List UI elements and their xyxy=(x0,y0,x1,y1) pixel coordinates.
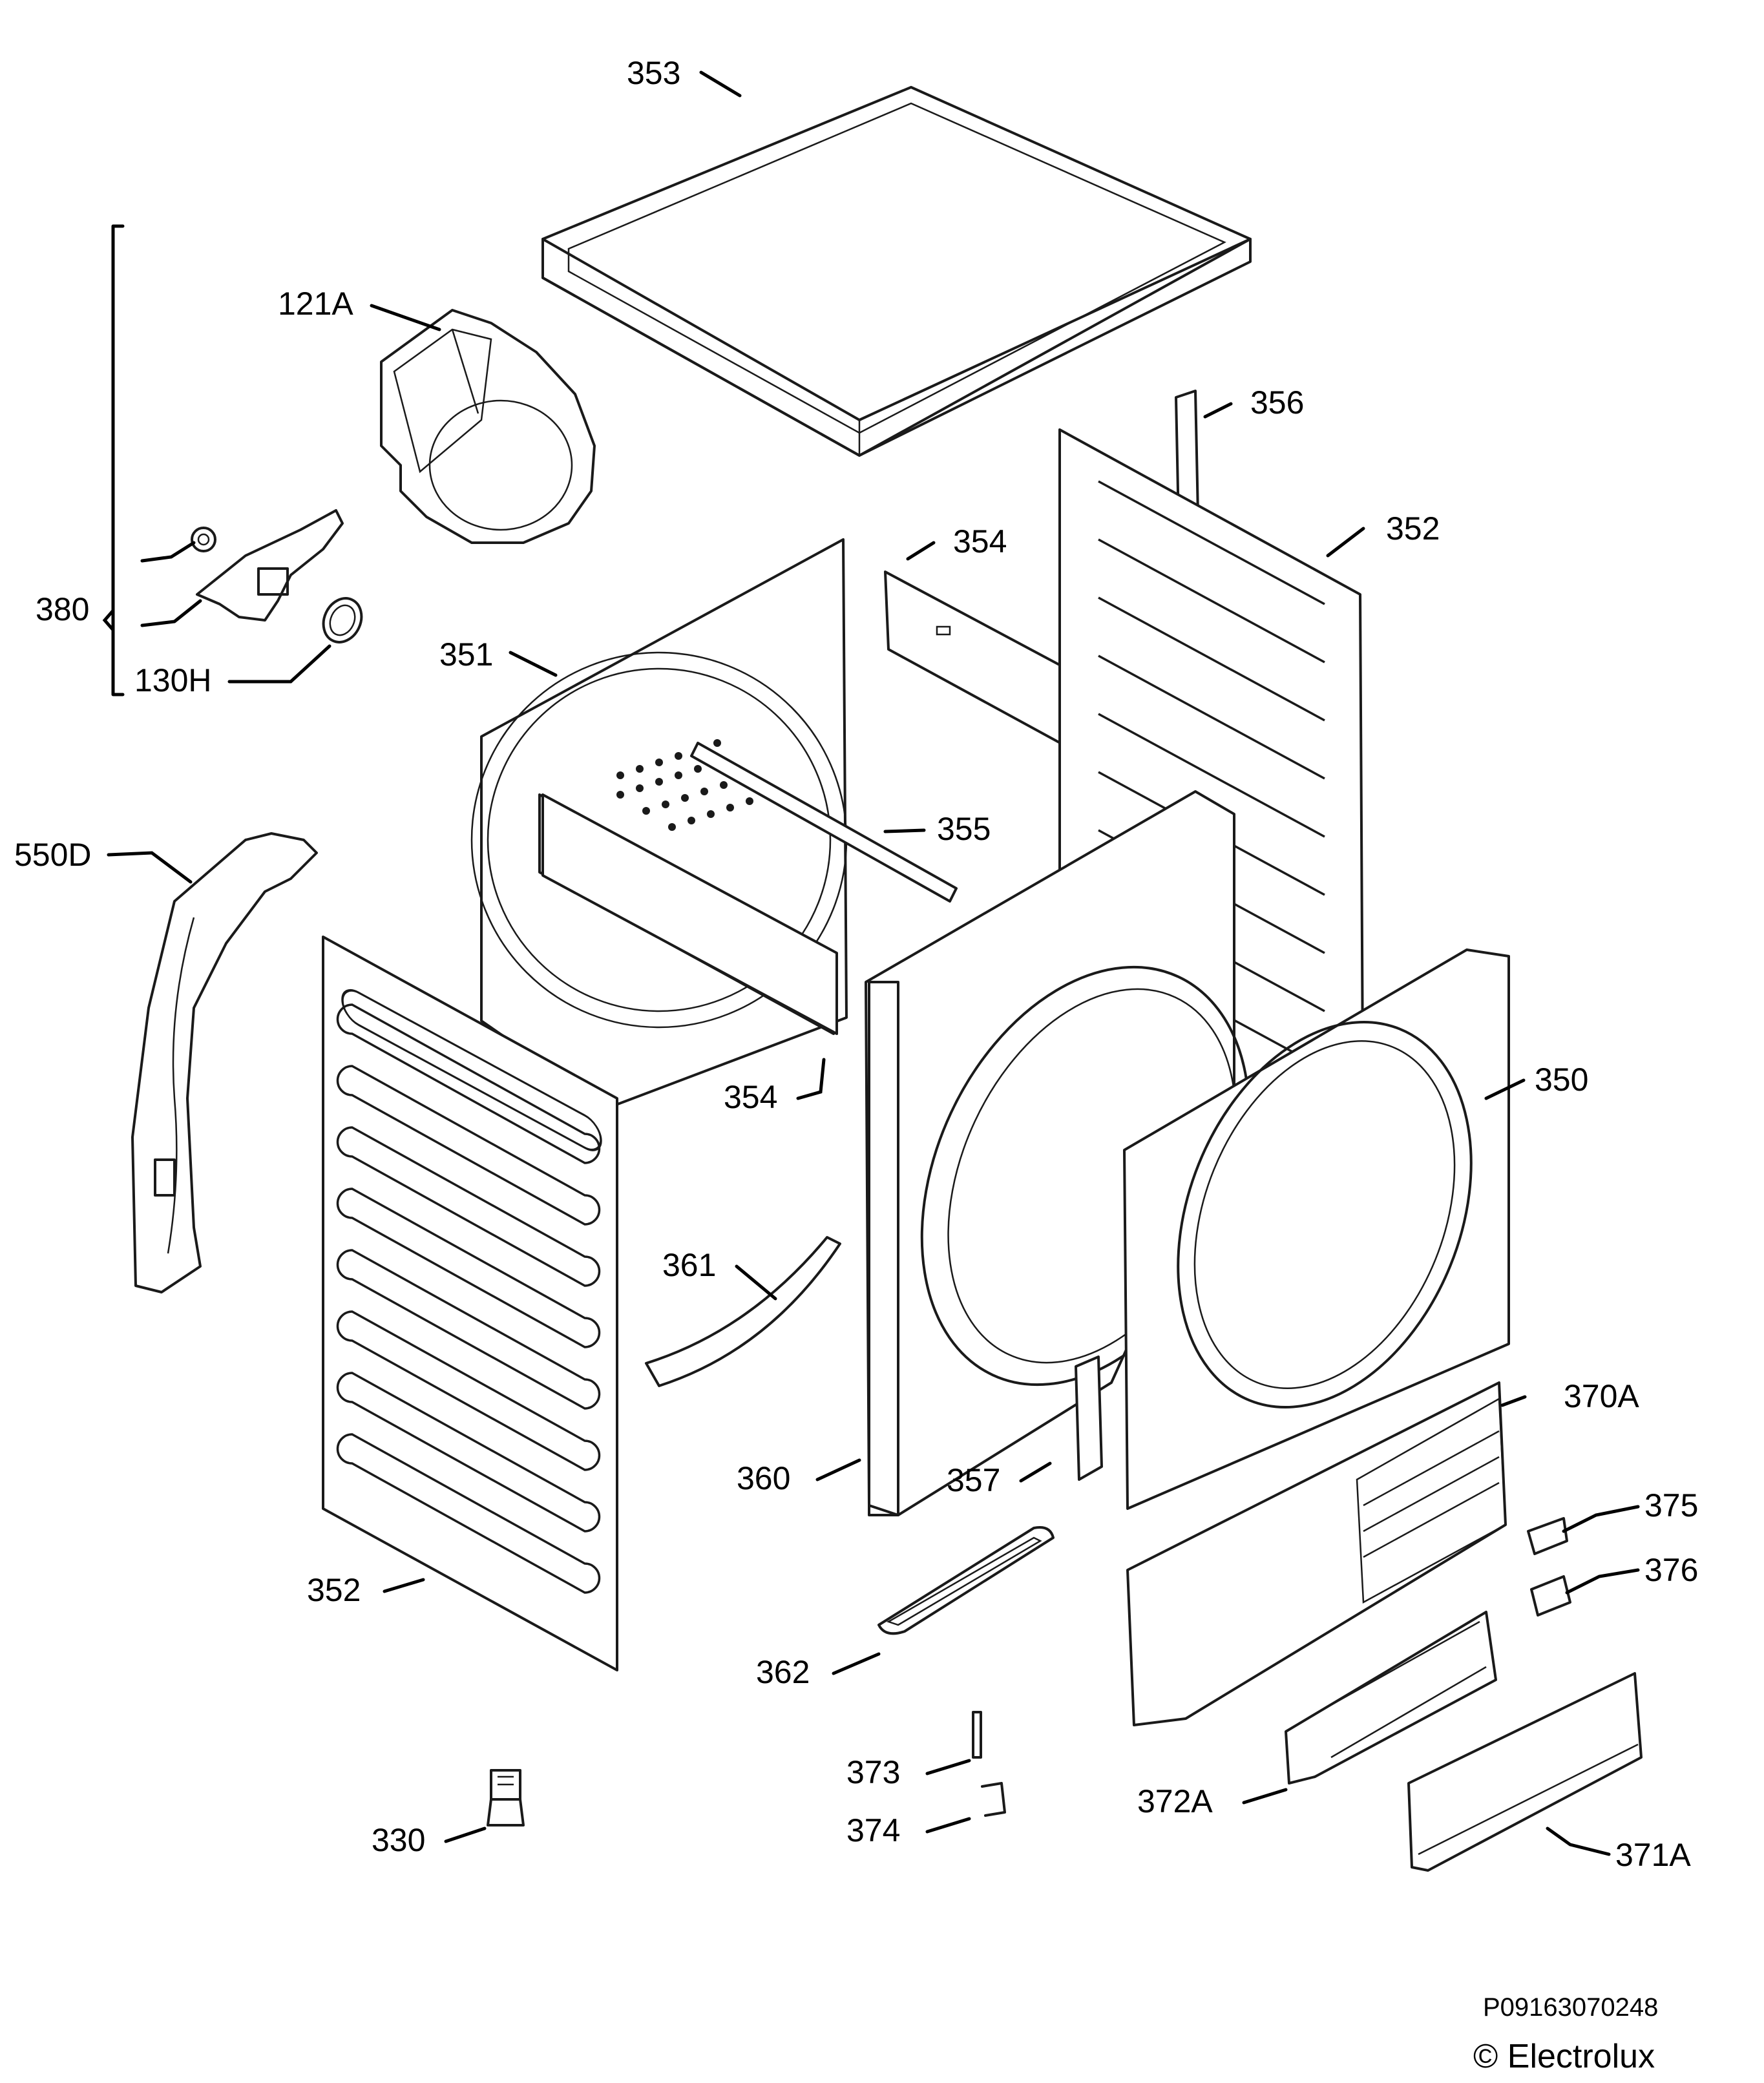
callout-353: 353 xyxy=(627,55,680,91)
part-355-strip xyxy=(690,742,958,903)
callout-380: 380 xyxy=(36,591,89,627)
callout-371A: 371A xyxy=(1615,1837,1691,1873)
callout-357: 357 xyxy=(947,1462,1000,1498)
callout-354-top: 354 xyxy=(953,523,1007,560)
part-372A-bracket xyxy=(1285,1611,1497,1785)
callout-labels: 353 121A 356 354 352 380 130H 351 355 55… xyxy=(14,55,1698,1873)
part-361-curved-strip xyxy=(645,1236,841,1387)
callout-352-right: 352 xyxy=(1386,510,1440,547)
part-352-left-side-panel xyxy=(322,936,618,1671)
callout-376: 376 xyxy=(1644,1552,1698,1588)
part-374-clip xyxy=(981,1782,1006,1817)
callout-354-bottom: 354 xyxy=(724,1079,777,1115)
part-380-bearing-bracket xyxy=(191,509,344,622)
part-121A-blower-housing xyxy=(380,309,596,544)
left-panel-ribs xyxy=(341,989,602,1151)
callout-362: 362 xyxy=(756,1654,810,1690)
part-330-foot xyxy=(487,1769,525,1827)
part-353-top-lid xyxy=(541,86,1252,457)
part-373-pin xyxy=(972,1711,982,1759)
leader-lines xyxy=(102,70,1640,1856)
left-panel-slots xyxy=(336,1003,601,1594)
callout-375: 375 xyxy=(1644,1487,1698,1523)
callout-374: 374 xyxy=(846,1812,900,1848)
part-351-rear-panel xyxy=(470,538,848,1109)
callout-351: 351 xyxy=(439,636,493,673)
callout-330: 330 xyxy=(372,1822,425,1858)
part-550D-harness-bracket xyxy=(131,832,318,1293)
part-360-front-frame xyxy=(865,790,1251,1516)
callout-360: 360 xyxy=(737,1460,790,1496)
part-362-gasket xyxy=(877,1526,1055,1635)
part-370A-control-housing xyxy=(1126,1381,1507,1726)
part-357-duct xyxy=(1075,1356,1103,1481)
callout-121A: 121A xyxy=(278,286,353,322)
callout-355: 355 xyxy=(937,811,991,847)
callout-356: 356 xyxy=(1250,384,1304,421)
part-350-front-panel xyxy=(1123,948,1510,1510)
rear-panel-vent-dots xyxy=(616,739,753,831)
part-371A-drawer xyxy=(1407,1672,1643,1872)
part-376-switch xyxy=(1530,1575,1571,1617)
part-354-lower-rail xyxy=(541,793,838,1035)
part-130H-seal-ring xyxy=(322,597,363,644)
callout-361: 361 xyxy=(662,1247,716,1283)
callout-550D: 550D xyxy=(14,837,92,873)
diagram-code: P09163070248 xyxy=(1483,1993,1658,2022)
callout-352-left: 352 xyxy=(307,1572,361,1608)
callout-130H: 130H xyxy=(134,662,212,698)
callout-350: 350 xyxy=(1535,1062,1588,1098)
part-375-clip xyxy=(1527,1517,1568,1555)
callout-372A: 372A xyxy=(1137,1783,1213,1819)
callout-373: 373 xyxy=(846,1754,900,1790)
copyright-notice: © Electrolux xyxy=(1473,2038,1655,2075)
callout-370A: 370A xyxy=(1564,1378,1639,1414)
